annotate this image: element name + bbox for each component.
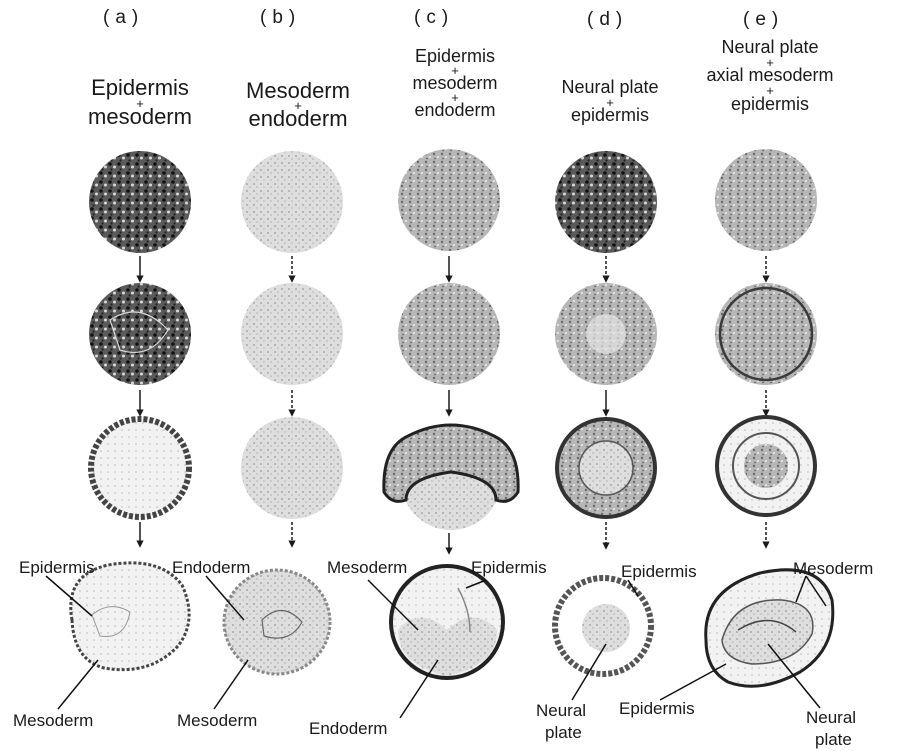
label-a-mesoderm: Mesoderm (13, 712, 93, 729)
label-d-neural-plate-line-2: plate (545, 724, 582, 741)
label-c-mesoderm: Mesoderm (327, 559, 407, 576)
explant-a-stage-4 (71, 563, 189, 670)
label-e-neural-plate-line-2: plate (815, 731, 852, 748)
explant-c-stage-1 (398, 149, 500, 251)
label-e-mesoderm: Mesoderm (793, 560, 873, 577)
leader-e-epidermis (660, 664, 726, 700)
label-b-endoderm: Endoderm (172, 559, 250, 576)
label-e-neural-plate-line-1: Neural (806, 709, 856, 726)
explant-b-stage-3 (241, 417, 343, 519)
explant-c-stage-2 (398, 283, 500, 385)
explant-a-stage-3 (91, 419, 189, 517)
label-b-mesoderm: Mesoderm (177, 712, 257, 729)
explant-b-stage-1 (241, 151, 343, 253)
explant-b-stage-4 (224, 570, 330, 674)
label-d-epidermis: Epidermis (621, 563, 697, 580)
label-d-neural-plate-line-1: Neural (536, 702, 586, 719)
label-c-endoderm: Endoderm (309, 720, 387, 737)
explant-d-stage-1 (555, 151, 657, 253)
label-a-epidermis: Epidermis (19, 559, 95, 576)
explant-a-stage-2 (89, 283, 191, 385)
explant-e-stage-1 (715, 149, 817, 251)
label-e-epidermis: Epidermis (619, 700, 695, 717)
label-c-epidermis: Epidermis (471, 559, 547, 576)
leader-a-mesoderm (58, 660, 98, 709)
explant-e-stage-2 (715, 283, 817, 385)
explant-a-stage-1 (89, 151, 191, 253)
leader-b-mesoderm (214, 660, 248, 709)
explant-b-stage-2 (241, 283, 343, 385)
